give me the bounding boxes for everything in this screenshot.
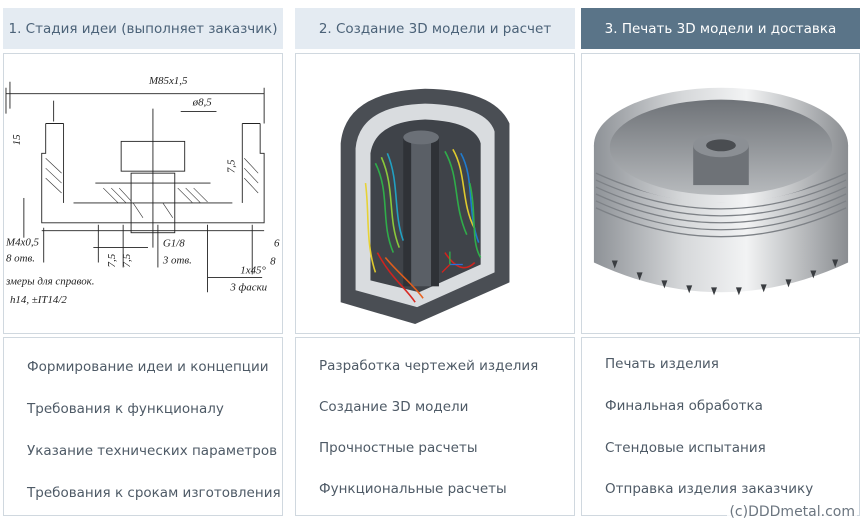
list-item: Финальная обработка xyxy=(605,398,763,414)
print-stage-list: Печать изделия Финальная обработка Стенд… xyxy=(581,337,860,516)
printed-part-image xyxy=(581,53,860,334)
dim-depth-a: 7,5 xyxy=(106,253,118,267)
tab-idea-stage[interactable]: 1. Стадия идеи (выполняет заказчик) xyxy=(3,8,283,49)
dim-small-thread: М4х0,5 xyxy=(5,237,40,249)
dim-diameter: ø8,5 xyxy=(192,97,213,109)
dim-chamfer: 1х45° xyxy=(240,264,266,276)
dim-depth-b: 7,5 xyxy=(121,253,133,267)
list-item: Требования к функционалу xyxy=(27,401,224,417)
list-item: Требования к срокам изготовления xyxy=(27,485,281,501)
tab-label: 3. Печать 3D модели и доставка xyxy=(604,20,837,37)
tab-print-delivery-stage[interactable]: 3. Печать 3D модели и доставка xyxy=(581,8,860,49)
dim-height: 15 xyxy=(11,134,23,145)
idea-stage-list: Формирование идеи и концепции Требования… xyxy=(3,337,283,516)
list-item: Печать изделия xyxy=(605,356,719,372)
list-item: Указание технических параметров xyxy=(27,443,278,459)
tab-label: 2. Создание 3D модели и расчет xyxy=(318,20,552,37)
dim-holes: 8 отв. xyxy=(6,253,35,265)
list-item: Формирование идеи и концепции xyxy=(27,359,269,375)
cfd-model-image xyxy=(295,53,575,334)
tab-3d-model-stage[interactable]: 2. Создание 3D модели и расчет xyxy=(295,8,575,49)
list-item: Функциональные расчеты xyxy=(319,481,507,497)
list-item: Разработка чертежей изделия xyxy=(319,358,539,374)
tab-label: 1. Стадия идеи (выполняет заказчик) xyxy=(8,20,278,37)
dim-six: 6 xyxy=(274,238,280,250)
technical-drawing: М85х1,5 ø8,5 15 7,5 М4х0,5 8 отв. 7,5 7,… xyxy=(5,75,280,306)
dim-eight: 8 xyxy=(270,255,276,267)
model-stage-list: Разработка чертежей изделия Создание 3D … xyxy=(295,337,575,516)
dim-pipe-thread: G1/8 xyxy=(163,238,185,250)
note-reference: змеры для справок. xyxy=(5,275,95,287)
list-item: Стендовые испытания xyxy=(605,440,766,456)
dim-pipe-holes: 3 отв. xyxy=(162,254,192,266)
note-tolerance: h14, ±IT14/2 xyxy=(10,294,67,306)
list-item: Создание 3D модели xyxy=(319,399,469,415)
list-item: Прочностные расчеты xyxy=(319,440,478,456)
watermark: (c)DDDmetal.com xyxy=(727,504,857,520)
printed-part-photo xyxy=(593,87,849,296)
cfd-cutaway-render xyxy=(340,88,510,325)
dim-offset: 7,5 xyxy=(225,159,237,173)
list-item: Отправка изделия заказчику xyxy=(605,481,814,497)
technical-drawing-image: М85х1,5 ø8,5 15 7,5 М4х0,5 8 отв. 7,5 7,… xyxy=(3,53,283,334)
dim-thread: М85х1,5 xyxy=(148,75,188,87)
dim-chamfer-count: 3 фаски xyxy=(229,281,267,293)
